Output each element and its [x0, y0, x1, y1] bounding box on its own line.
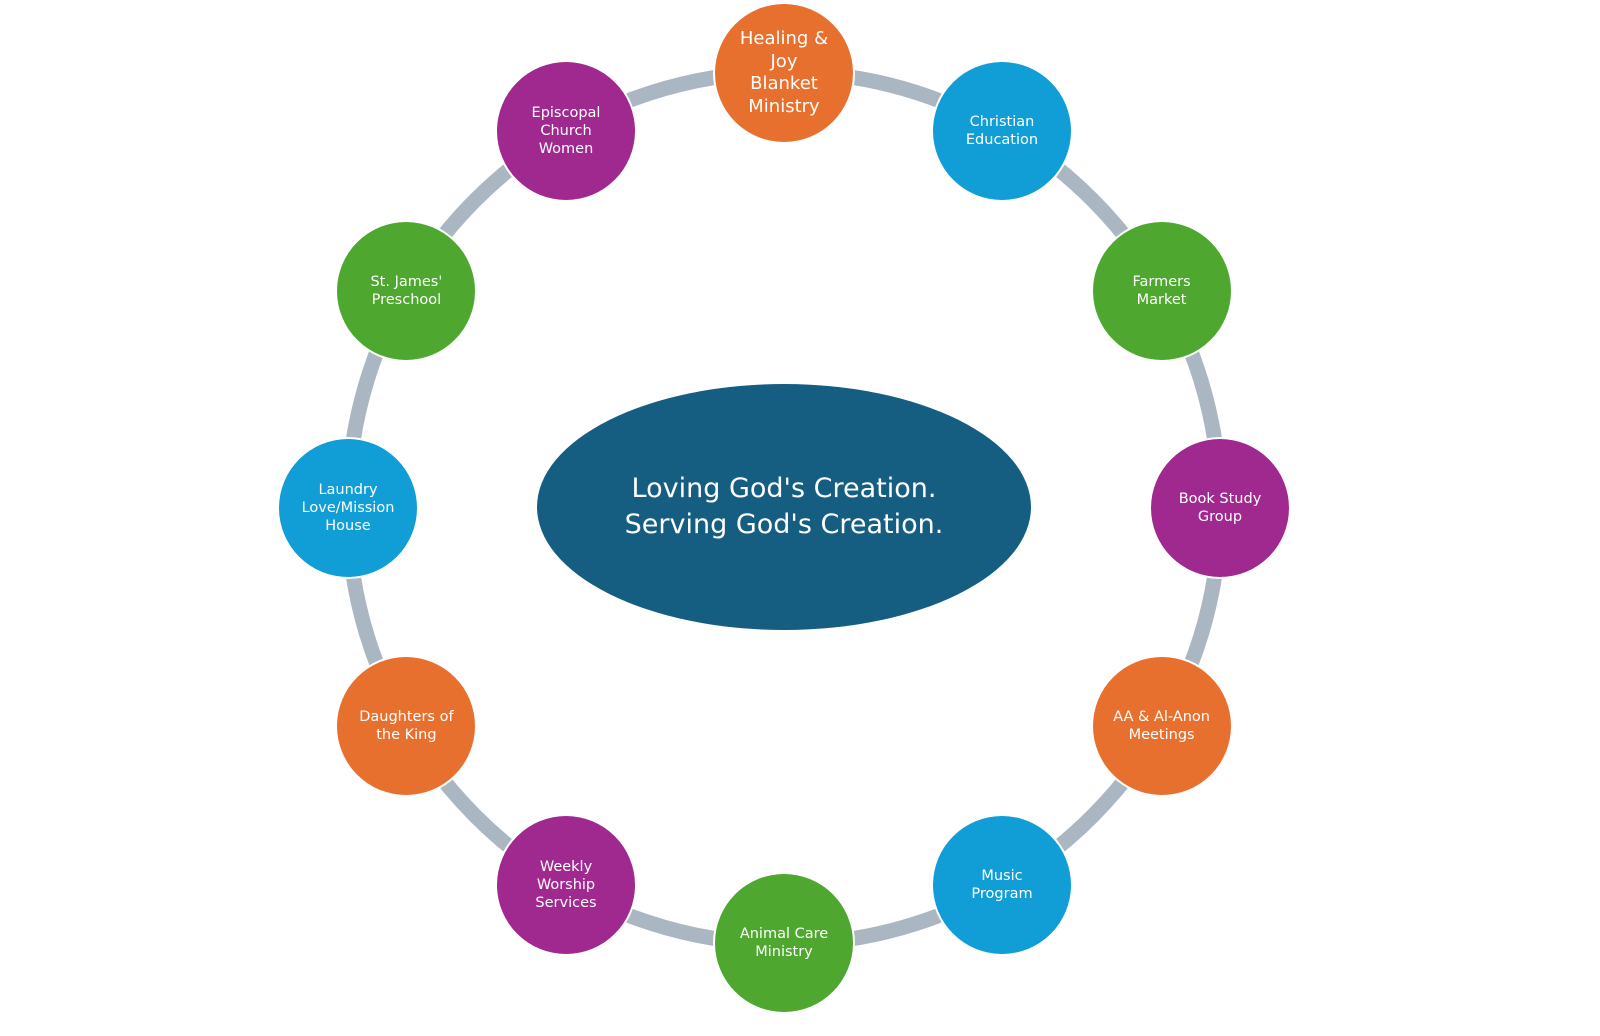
cycle-node: Music Program: [933, 815, 1071, 954]
cycle-node: Book Study Group: [1151, 439, 1289, 577]
cycle-node-label: Music Program: [971, 867, 1033, 902]
cycle-node: Christian Education: [933, 62, 1071, 201]
cycle-node: Farmers Market: [1092, 221, 1231, 360]
cycle-node: Healing & Joy Blanket Ministry: [715, 4, 853, 142]
cycle-node-label: Christian Education: [965, 114, 1039, 149]
cycle-node-label: Farmers Market: [1132, 273, 1191, 308]
cycle-node-label: Animal Care Ministry: [739, 926, 829, 960]
cycle-node: St. James' Preschool: [337, 221, 476, 360]
cycle-node: Laundry Love/Mission House: [279, 439, 417, 577]
cycle-node-label: Book Study Group: [1178, 491, 1262, 525]
cycle-node-label: Laundry Love/Mission House: [301, 482, 395, 534]
cycle-node-label: Episcopal Church Women: [531, 105, 601, 158]
cycle-node-label: Weekly Worship Services: [535, 858, 597, 911]
cycle-node-label: Healing & Joy Blanket Ministry: [739, 28, 829, 117]
center-ellipse: Loving God's Creation. Serving God's Cre…: [537, 384, 1031, 630]
cycle-node: Animal Care Ministry: [715, 874, 853, 1012]
cycle-node-label: Daughters of the King: [359, 708, 454, 743]
cycle-node-label: St. James' Preschool: [370, 273, 443, 308]
cycle-node: Weekly Worship Services: [497, 815, 635, 954]
center-label: Loving God's Creation. Serving God's Cre…: [624, 473, 944, 540]
cycle-node: Daughters of the King: [337, 656, 476, 795]
cycle-node: Episcopal Church Women: [497, 62, 635, 201]
cycle-node: AA & Al-Anon Meetings: [1092, 656, 1231, 795]
cycle-node-label: AA & Al-Anon Meetings: [1113, 708, 1210, 743]
